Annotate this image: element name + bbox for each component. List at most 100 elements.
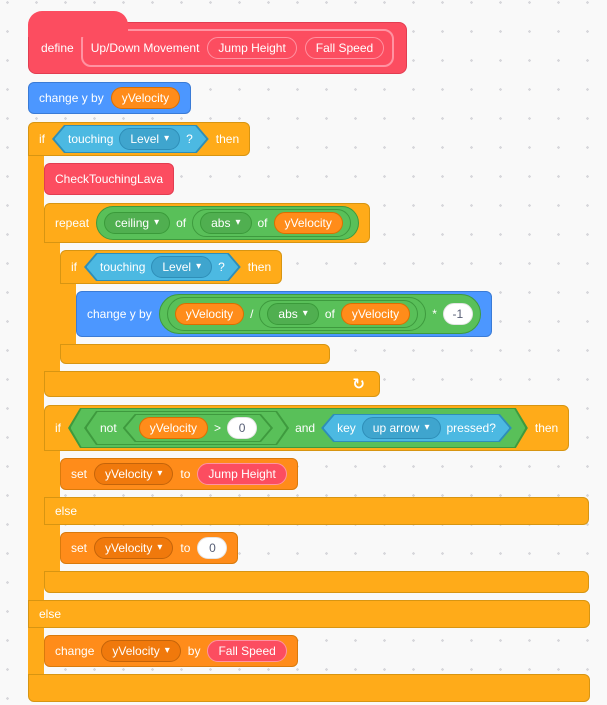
yvelocity-reporter[interactable]: yVelocity [340,303,411,325]
touching-label: touching [68,132,114,146]
if-else-outer-block[interactable]: if touching Level ▾ ? then [28,122,590,702]
of-label: of [324,307,335,321]
if-inner-header[interactable]: if touching Level ▾ [60,250,283,284]
of-label: of [176,216,187,230]
dropdown-caret-icon: ▾ [235,217,241,228]
loop-arrow-icon: ↻ [352,376,365,393]
repeat-body: if touching Level ▾ [44,243,590,371]
hex-content: not yVelocity > 0 [68,408,528,448]
fall-speed-reporter[interactable]: Fall Speed [207,640,287,662]
yvelocity-dropdown[interactable]: yVelocity ▾ [94,537,174,559]
of-label: of [257,216,268,230]
change-y-by-label: change y by [87,307,152,321]
else-bar-outer[interactable]: else [28,600,590,628]
if-outer-end-cap[interactable] [28,674,590,702]
jump-height-reporter[interactable]: Jump Height [197,463,287,485]
repeat-label: repeat [55,216,90,230]
yvelocity-reporter[interactable]: yVelocity [110,87,181,109]
yvelocity-dropdown[interactable]: yVelocity ▾ [101,640,181,662]
if-jump-end-cap[interactable] [44,571,589,593]
param-pill-jump-height[interactable]: Jump Height [207,37,297,59]
yvelocity-dropdown-value: yVelocity [112,644,160,658]
level-dropdown-value: Level [162,260,192,274]
hex-content: not yVelocity > 0 [84,411,289,445]
change-y-by-block[interactable]: change y by yVelocity [28,82,192,114]
and-label: and [295,421,316,435]
ceiling-dropdown[interactable]: ceiling ▾ [104,212,171,234]
check-touching-lava-block[interactable]: CheckTouchingLava [44,163,175,195]
if-inner-end-cap[interactable] [60,344,330,364]
question-suffix-label: ? [218,260,225,274]
yvelocity-reporter[interactable]: yVelocity [273,212,343,234]
greater-than-label: > [214,421,222,435]
set-variable-jump-block[interactable]: set yVelocity ▾ to Jump Height [60,458,298,490]
change-y-bounce-block[interactable]: change y by yVelocity / abs [76,291,492,337]
yvelocity-reporter[interactable]: yVelocity [138,417,209,439]
yvelocity-dropdown-value: yVelocity [105,541,153,555]
then-label: then [534,421,559,435]
abs-dropdown[interactable]: abs ▾ [200,212,252,234]
define-hat-block[interactable]: define Up/Down Movement Jump Height Fall… [28,11,408,74]
abs-of-reporter[interactable]: abs ▾ of yVelocity [259,300,419,328]
change-label: change [55,644,95,658]
repeat-block[interactable]: repeat ceiling ▾ of abs ▾ [44,203,590,397]
if-jump-body: set yVelocity ▾ to Jump Height [44,451,590,497]
change-variable-fall-block[interactable]: change yVelocity ▾ by Fall Speed [44,635,298,667]
set-variable-zero-block[interactable]: set yVelocity ▾ to 0 [60,532,239,564]
set-label: set [71,467,88,481]
else-label: else [55,504,78,518]
dropdown-caret-icon: ▾ [157,468,163,479]
if-outer-header[interactable]: if touching Level ▾ ? then [28,122,251,156]
level-dropdown[interactable]: Level ▾ [151,256,213,278]
number-input[interactable]: -1 [442,303,473,325]
dropdown-caret-icon: ▾ [302,308,308,319]
else-outer-body: change yVelocity ▾ by Fall Speed [28,628,590,674]
hex-content: yVelocity > 0 [123,414,273,442]
pressed-label: pressed? [446,421,496,435]
not-condition[interactable]: not yVelocity > 0 [84,411,289,445]
greater-than-condition[interactable]: yVelocity > 0 [123,414,273,442]
key-label: key [337,421,356,435]
dropdown-caret-icon: ▾ [157,542,163,553]
touching-label: touching [100,260,146,274]
dropdown-caret-icon: ▾ [164,133,170,144]
dropdown-caret-icon: ▾ [164,645,170,656]
abs-dropdown[interactable]: abs ▾ [267,303,319,325]
if-else-jump-block[interactable]: if not [44,405,590,593]
number-input[interactable]: 0 [227,417,258,439]
custom-block-prototype[interactable]: Up/Down Movement Jump Height Fall Speed [80,29,395,67]
dropdown-caret-icon: ▾ [154,217,160,228]
divide-reporter[interactable]: yVelocity / abs ▾ of [166,297,427,331]
param-pill-fall-speed[interactable]: Fall Speed [304,37,385,59]
divide-sign-label: / [250,307,254,321]
define-keyword-label: define [41,41,74,55]
then-label: then [247,260,272,274]
yvelocity-dropdown[interactable]: yVelocity ▾ [94,463,174,485]
multiply-reporter[interactable]: yVelocity / abs ▾ of [158,294,481,334]
dropdown-caret-icon: ▾ [196,261,202,272]
if-inner-block[interactable]: if touching Level ▾ [60,250,590,364]
else-bar-inner[interactable]: else [44,497,589,525]
if-outer-body: CheckTouchingLava repeat ceiling ▾ of [28,156,590,600]
up-arrow-dropdown[interactable]: up arrow ▾ [361,417,441,439]
custom-block-name-label: Up/Down Movement [90,41,200,55]
if-label: if [55,421,61,435]
ceiling-of-reporter[interactable]: ceiling ▾ of abs ▾ of yVelocity [96,206,359,240]
abs-dropdown-value: abs [211,216,231,230]
and-condition[interactable]: not yVelocity > 0 [68,408,528,448]
yvelocity-reporter[interactable]: yVelocity [174,303,245,325]
hex-content: touching Level ▾ ? [52,125,209,153]
hex-content: touching Level ▾ ? [84,253,241,281]
touching-level-condition[interactable]: touching Level ▾ ? [84,253,241,281]
key-pressed-condition[interactable]: key up arrow ▾ pressed? [321,414,512,442]
dropdown-caret-icon: ▾ [424,422,430,433]
to-label: to [180,467,191,481]
if-jump-header[interactable]: if not [44,405,570,451]
repeat-end-cap[interactable]: ↻ [44,371,380,397]
level-dropdown[interactable]: Level ▾ [119,128,181,150]
abs-of-reporter[interactable]: abs ▾ of yVelocity [192,209,351,237]
touching-level-condition[interactable]: touching Level ▾ ? [52,125,209,153]
number-input[interactable]: 0 [197,537,228,559]
repeat-header[interactable]: repeat ceiling ▾ of abs ▾ [44,203,370,243]
